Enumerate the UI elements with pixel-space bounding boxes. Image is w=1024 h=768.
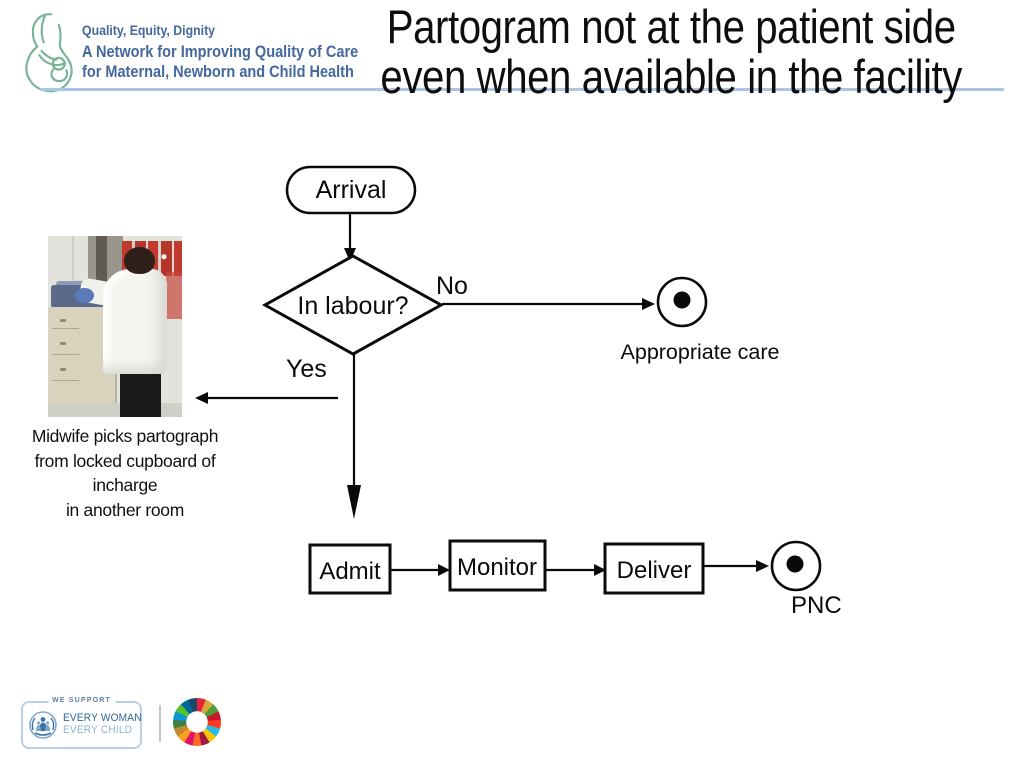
slide-title-line2: even when available in the facility: [380, 50, 962, 103]
caption-line1: Midwife picks partograph: [31, 426, 219, 446]
footer-divider-line: [159, 705, 161, 742]
admit-node: [308, 543, 392, 595]
caption-line4: in another room: [65, 499, 185, 520]
deliver-label: Deliver: [617, 557, 692, 584]
mother-baby-logo-icon: [25, 13, 73, 93]
arrowhead-left-icon: [195, 392, 208, 404]
arrival-label: Arrival: [316, 176, 387, 204]
midwife-photo: [48, 236, 182, 417]
end-node-dot: [673, 291, 691, 309]
every-woman-label: EVERY WOMAN: [63, 712, 142, 724]
slide-title: Partogram not at the patient side even w…: [342, 2, 1000, 102]
photo-drawer-handle: [60, 318, 67, 322]
slide-title-line1: Partogram not at the patient side: [386, 0, 956, 53]
deliver-node: [603, 542, 705, 595]
we-support-label: WE SUPPORT: [47, 697, 116, 704]
arrowhead-right-icon: [642, 298, 655, 310]
arrowhead-right-icon: [756, 560, 769, 572]
photo-floor: [48, 402, 182, 417]
un-emblem-icon: [29, 711, 57, 739]
logo-network-line2: for Maternal, Newborn and Child Health: [82, 63, 354, 81]
admit-label: Admit: [319, 558, 381, 585]
ewec-text-block: EVERY WOMAN EVERY CHILD: [63, 712, 149, 736]
decision-label: In labour?: [297, 292, 408, 320]
photo-person-coat: [102, 268, 168, 374]
caption-line2: from locked cupboard of: [34, 450, 216, 471]
logo-tagline: Quality, Equity, Dignity: [82, 22, 216, 38]
photo-drawer-handle: [60, 342, 67, 346]
photo-drawer-line: [52, 380, 79, 382]
photo-drawer-line: [52, 328, 79, 330]
header-divider-line: [40, 88, 1004, 91]
monitor-node: [448, 539, 547, 592]
photo-equipment-column: [96, 236, 107, 291]
appropriate-care-label: Appropriate care: [621, 340, 780, 364]
logo-network-line1: A Network for Improving Quality of Care: [82, 43, 359, 61]
arrowhead-long-down-icon: [347, 485, 361, 519]
photo-wall-line: [72, 236, 75, 298]
decision-diamond: [261, 254, 445, 356]
caption-line3: incharge: [92, 475, 158, 495]
yes-branch-label: Yes: [286, 355, 327, 383]
sdg-wheel-icon: [173, 698, 221, 746]
photo-person-pants: [120, 369, 161, 417]
arrowhead-right-icon: [438, 564, 450, 576]
arrowhead-down-icon: [344, 248, 356, 262]
arrival-node: [285, 165, 417, 215]
photo-person-head: [124, 246, 156, 274]
end-node-dot: [786, 555, 804, 573]
no-branch-label: No: [436, 272, 468, 300]
every-child-label: EVERY CHILD: [63, 724, 133, 736]
photo-drawer-line: [52, 354, 79, 356]
pnc-label: PNC: [791, 592, 842, 619]
photo-drawer-handle: [60, 368, 67, 372]
photo-red-side: [165, 272, 182, 320]
photo-person-glove: [74, 288, 94, 303]
photo-caption: Midwife picks partograph from locked cup…: [14, 424, 236, 522]
arrowhead-right-icon: [594, 564, 606, 576]
monitor-label: Monitor: [457, 554, 537, 581]
logo-text-block: Quality, Equity, Dignity A Network for I…: [82, 22, 358, 82]
ewec-badge: WE SUPPORT EVERY WOMAN EVERY CHILD: [21, 697, 142, 749]
